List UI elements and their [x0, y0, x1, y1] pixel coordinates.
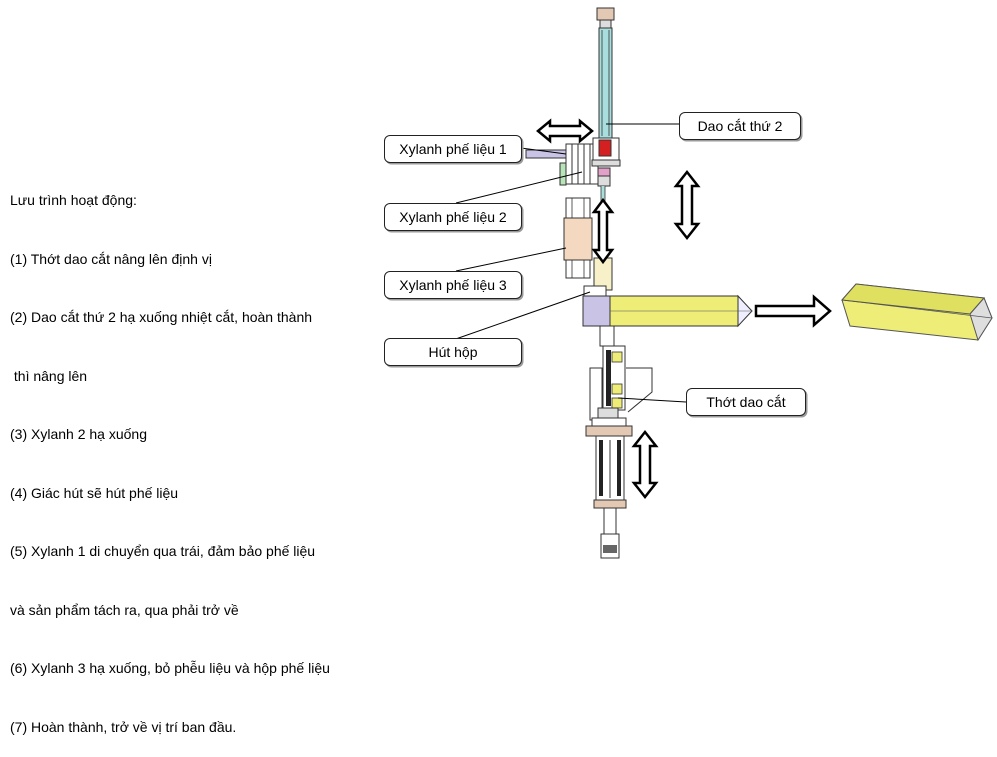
process-step: thì nâng lên — [10, 367, 88, 384]
double-arrow-vertical-icon — [673, 169, 701, 241]
product-bar — [582, 294, 753, 328]
process-step: và sản phẩm tách ra, qua phải trở về — [10, 601, 239, 618]
process-step: (2) Dao cắt thứ 2 hạ xuống nhiệt cắt, ho… — [10, 309, 313, 325]
double-arrow-vertical-icon — [591, 197, 615, 265]
label-scrap-cylinder-1: Xylanh phế liệu 1 — [384, 135, 522, 163]
process-step: (5) Xylanh 1 di chuyển qua trái, đảm bảo… — [10, 543, 316, 559]
process-title: Lưu trình hoạt động: — [10, 192, 137, 208]
process-description: Lưu trình hoạt động: (1) Thớt dao cắt nâ… — [10, 152, 382, 757]
cutter-2-heater — [591, 137, 621, 187]
label-suction-box: Hút hộp — [384, 338, 522, 366]
label-cutter-board: Thớt dao cắt — [686, 388, 806, 416]
cutter-board-assembly — [585, 325, 653, 559]
process-step: (6) Xylanh 3 hạ xuống, bỏ phễu liệu và h… — [10, 660, 330, 676]
cutter-2-cylinder — [596, 7, 615, 139]
label-cutter-2: Dao cắt thứ 2 — [679, 112, 801, 140]
process-step: (7) Hoàn thành, trở về vị trí ban đầu. — [10, 718, 237, 735]
leader-lines — [449, 123, 687, 403]
double-arrow-vertical-icon — [631, 429, 659, 500]
process-step: (1) Thớt dao cắt nâng lên định vị — [10, 250, 212, 267]
process-step: (3) Xylanh 2 hạ xuống — [10, 426, 147, 442]
machine-diagram — [449, 7, 993, 559]
double-arrow-horizontal-icon — [536, 118, 594, 144]
scrap-cylinder-2 — [563, 197, 593, 279]
process-step: (4) Giác hút sẽ hút phế liệu — [10, 484, 179, 501]
output-product-3d — [840, 283, 993, 342]
label-scrap-cylinder-3: Xylanh phế liệu 3 — [384, 271, 522, 299]
label-scrap-cylinder-2: Xylanh phế liệu 2 — [384, 203, 522, 231]
right-arrow-icon — [754, 294, 832, 328]
